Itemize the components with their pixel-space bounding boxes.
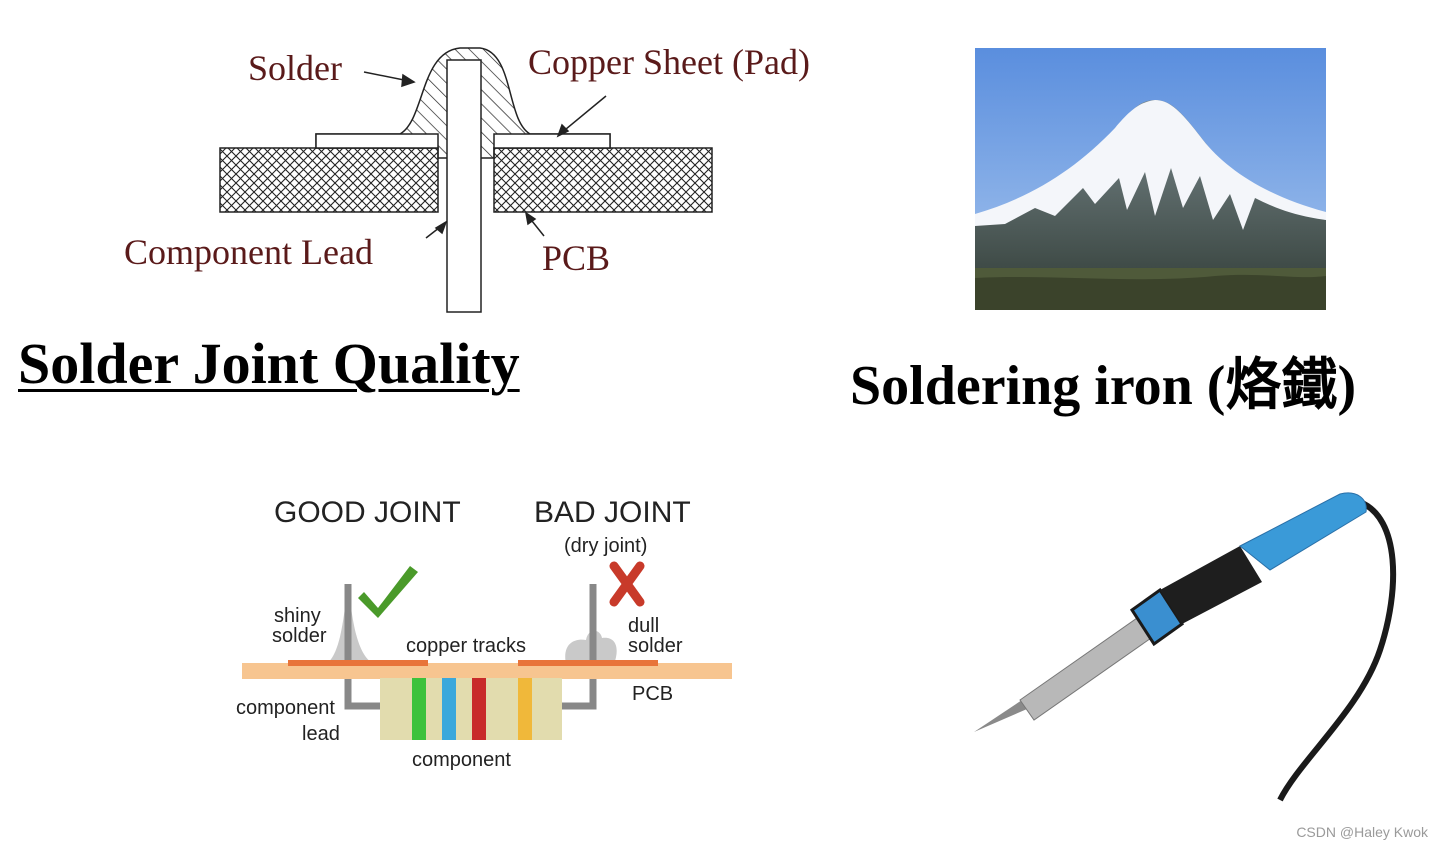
iron-cable	[1277, 499, 1397, 802]
copper-track-right	[518, 660, 658, 666]
band-blue	[442, 678, 456, 740]
iron-shaft	[1019, 615, 1155, 721]
cross-mark-icon	[609, 561, 645, 607]
bad-joint-lead	[562, 584, 597, 710]
dry-joint-subheading: (dry joint)	[564, 535, 647, 557]
copper-pad-right	[493, 133, 611, 149]
component-lead-label-line1: component	[236, 697, 335, 719]
shiny-solder-label-line1: shiny	[274, 605, 321, 627]
label-solder: Solder	[248, 48, 342, 88]
band-red	[472, 678, 486, 740]
band-green	[412, 678, 426, 740]
component-label: component	[412, 749, 511, 771]
leader-arrows	[363, 71, 607, 239]
solder-joint-cross-section-diagram: Solder Copper Sheet (Pad) Component Lead…	[124, 42, 810, 313]
good-joint-heading: GOOD JOINT	[274, 496, 461, 529]
copper-tracks-label: copper tracks	[406, 635, 526, 657]
snow-cap	[975, 100, 1326, 230]
label-copper-sheet: Copper Sheet (Pad)	[528, 42, 810, 82]
component-lead-label-line2: lead	[302, 723, 340, 745]
pcb-label: PCB	[632, 683, 673, 705]
dull-solder-label-line2: solder	[628, 635, 683, 657]
title-soldering-iron: Soldering iron (烙鐵)	[850, 355, 1357, 417]
bad-joint-heading: BAD JOINT	[534, 496, 691, 529]
pcb-right-section	[493, 147, 713, 213]
dull-solder-label-line1: dull	[628, 615, 659, 637]
csdn-watermark: CSDN @Haley Kwok	[1296, 824, 1428, 840]
copper-track-left	[288, 660, 428, 666]
label-component-lead: Component Lead	[124, 232, 373, 272]
shiny-solder-label-line2: solder	[272, 625, 327, 647]
band-orange	[518, 678, 532, 740]
good-bad-joint-diagram: GOOD JOINT BAD JOINT (dry joint) shiny s…	[236, 496, 732, 771]
copper-pad-left	[315, 133, 439, 149]
component-body	[380, 678, 562, 740]
check-mark-icon	[358, 566, 418, 618]
component-lead	[446, 59, 482, 313]
pcb-board	[242, 663, 732, 679]
title-solder-joint-quality: Solder Joint Quality	[18, 331, 520, 396]
label-pcb: PCB	[542, 238, 610, 278]
soldering-iron-image	[974, 492, 1397, 802]
pcb-left-section	[219, 147, 439, 213]
iron-blue-handle	[1239, 492, 1367, 571]
iron-tip	[974, 696, 1034, 732]
good-joint-lead	[344, 584, 380, 710]
snow-capped-mountain-image	[975, 48, 1326, 310]
iron-black-grip	[1160, 546, 1262, 624]
